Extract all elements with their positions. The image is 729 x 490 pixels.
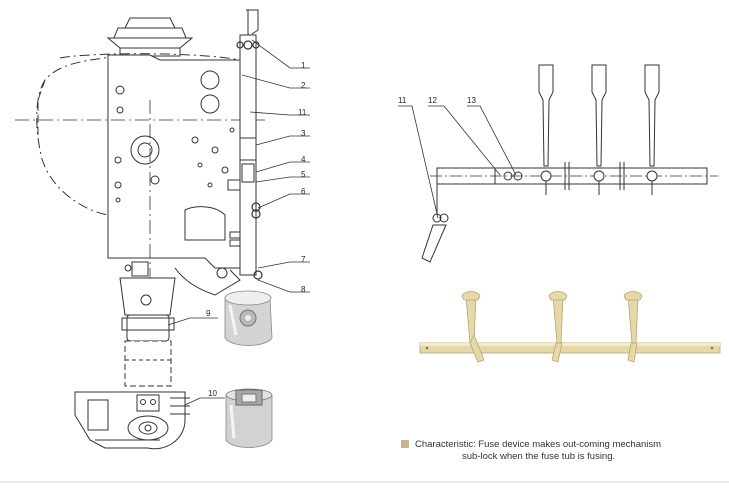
caption-line-2: sub-lock when the fuse tub is fusing. (462, 451, 616, 462)
callout-7: 7 (301, 255, 306, 264)
shaft-drawing (421, 64, 718, 263)
callout-1: 1 (301, 61, 306, 70)
shaft-photo (419, 291, 721, 363)
callout-13: 13 (467, 96, 476, 105)
characteristic-caption: Characteristic: Fuse device makes out-co… (401, 439, 721, 463)
right-callout-labels: 11 12 13 (398, 96, 476, 105)
left-leader-lines (167, 39, 310, 406)
callout-8: 8 (301, 285, 306, 294)
caption-line-1: Characteristic: Fuse device makes out-co… (415, 439, 662, 450)
caption-bullet (401, 440, 409, 448)
callout-3: 3 (301, 129, 306, 138)
callout-6: 6 (301, 187, 306, 196)
right-leader-lines (398, 105, 517, 219)
callout-5: 5 (301, 170, 306, 179)
callout-9: 9 (206, 309, 211, 318)
callout-2: 2 (301, 81, 306, 90)
left-callout-labels: 1 2 11 3 4 5 6 7 8 9 10 (206, 61, 307, 398)
callout-11-right: 11 (398, 96, 407, 105)
callout-11: 11 (298, 108, 307, 117)
callout-4: 4 (301, 155, 306, 164)
callout-12: 12 (428, 96, 437, 105)
mechanism-drawing (15, 9, 265, 450)
fuse-photo-bottom (225, 388, 273, 448)
fuse-photo-top (224, 290, 273, 346)
callout-10: 10 (208, 389, 217, 398)
